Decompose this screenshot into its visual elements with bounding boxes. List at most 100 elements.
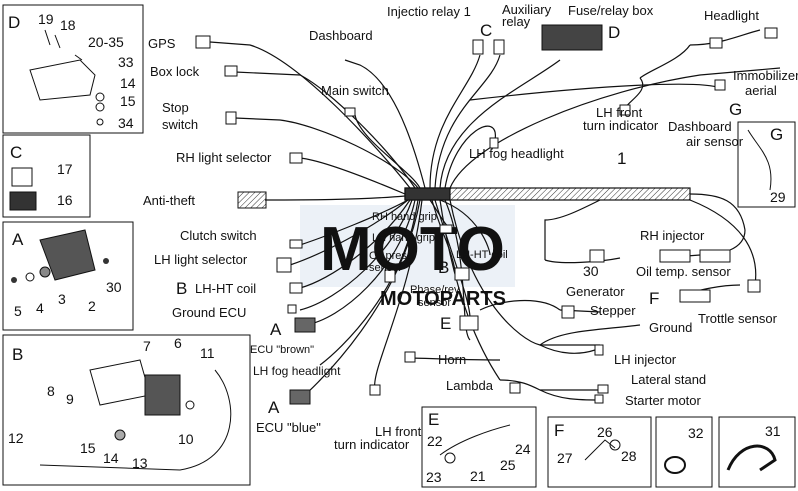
box-e-letter: E (428, 410, 439, 429)
letter-b-left: B (176, 279, 187, 298)
label-ground: Ground (649, 320, 692, 335)
main-harness (209, 29, 781, 401)
letter-e-phase: E (440, 314, 451, 333)
part-27: 27 (557, 450, 573, 466)
part-17: 17 (57, 161, 73, 177)
part-9: 9 (66, 391, 74, 407)
part-14: 14 (120, 75, 136, 91)
label-oil-temp-sensor: Oil temp. sensor (636, 264, 731, 279)
label-ground-ecu: Ground ECU (172, 305, 246, 320)
label-headlight: Headlight (704, 8, 759, 23)
label-phase-rev-2: sensor (418, 297, 451, 309)
part-24: 24 (515, 441, 531, 457)
callout-box-31: 31 (718, 416, 796, 488)
harness-junction (404, 187, 451, 201)
label-lh-ht-coil-mid: LH-HT coil (456, 249, 508, 261)
part-3: 3 (58, 291, 66, 307)
label-lh-front-turn-b1: LH front (375, 424, 422, 439)
part-2: 2 (88, 298, 96, 314)
label-lh-light-selector: LH light selector (154, 252, 248, 267)
label-ecu-brown: ECU "brown" (250, 344, 314, 356)
callout-box-a: A 5 4 3 2 30 (2, 221, 134, 331)
part-25: 25 (500, 457, 516, 473)
part-30-main: 30 (583, 263, 599, 279)
part-33: 33 (118, 54, 134, 70)
label-stop-switch-1: Stop (162, 100, 189, 115)
part-7: 7 (143, 338, 151, 354)
part-5: 5 (14, 303, 22, 319)
label-dashboard: Dashboard (309, 28, 373, 43)
label-injection-relay-1: Injectio relay 1 (387, 4, 471, 19)
letter-a-brown: A (270, 320, 282, 339)
letter-b-mid: B (438, 258, 449, 277)
label-stop-switch-2: switch (162, 117, 198, 132)
label-trottle-sensor: Trottle sensor (698, 311, 778, 326)
label-ecu-blue: ECU "blue" (256, 420, 321, 435)
label-rh-hand-grip: RH hand grip (372, 211, 437, 223)
box-f-letter: F (554, 421, 564, 440)
part-14-b: 14 (103, 450, 119, 466)
callout-box-c: C 17 16 (2, 134, 91, 218)
letter-c-relay: C (480, 21, 492, 40)
callout-box-f: F 26 27 28 (547, 416, 652, 488)
part-19: 19 (38, 11, 54, 27)
section-letters: C D G A A B B E F 1 30 (176, 21, 742, 417)
part-15: 15 (120, 93, 136, 109)
part-6: 6 (174, 335, 182, 351)
part-28: 28 (621, 448, 637, 464)
labels: GPS Box lock Stop switch Dashboard Main … (143, 2, 798, 452)
letter-a-blue: A (268, 398, 280, 417)
label-immobilizer-2: aerial (745, 83, 777, 98)
label-lh-injector: LH injector (614, 352, 677, 367)
part-32: 32 (688, 425, 704, 441)
part-4: 4 (36, 300, 44, 316)
box-c-letter: C (10, 143, 22, 162)
box-a-letter: A (12, 230, 24, 249)
label-lateral-stand: Lateral stand (631, 372, 706, 387)
part-23: 23 (426, 469, 442, 485)
label-lh-front-turn-1: LH front (596, 105, 643, 120)
label-main-switch: Main switch (321, 83, 389, 98)
part-8: 8 (47, 383, 55, 399)
label-lh-fog-headlight: LH fog headlight (469, 146, 564, 161)
connectors (195, 24, 778, 405)
label-oil-press-1: Oil press. (369, 250, 415, 262)
label-horn: Horn (438, 352, 466, 367)
label-auxiliary-relay-2: relay (502, 14, 531, 29)
label-auxiliary-relay-1: Auxiliary (502, 2, 552, 17)
part-12: 12 (8, 430, 24, 446)
box-d-letter: D (8, 13, 20, 32)
letter-g-air: G (729, 100, 742, 119)
label-lh-front-turn-2: turn indicator (583, 118, 659, 133)
part-22: 22 (427, 433, 443, 449)
label-rh-injector: RH injector (640, 228, 705, 243)
part-13: 13 (132, 455, 148, 471)
callout-box-b: B 7 6 8 9 11 10 12 15 14 13 (2, 334, 251, 486)
label-rh-light-selector: RH light selector (176, 150, 272, 165)
label-dashboard-air-1: Dashboard (668, 119, 732, 134)
part-11: 11 (200, 345, 215, 361)
label-oil-press-2: sensor (369, 262, 402, 274)
callout-box-e: E 22 24 23 21 25 (421, 406, 537, 488)
part-21: 21 (470, 468, 486, 484)
callout-box-d: D 19 18 20-35 33 14 15 34 (2, 4, 144, 134)
label-phase-rev-1: Phase/rev (410, 284, 460, 296)
callout-box-g: G 29 (737, 121, 796, 208)
letter-main-1: 1 (617, 149, 626, 168)
letter-f-trottle: F (649, 289, 659, 308)
letter-d-fuse: D (608, 23, 620, 42)
label-gps: GPS (148, 36, 176, 51)
part-16: 16 (57, 192, 73, 208)
label-lh-fog-headlight-2: LH fog headlight (253, 364, 341, 378)
callout-box-32: 32 (655, 416, 713, 488)
label-stepper: Stepper (590, 303, 636, 318)
label-starter-motor: Starter motor (625, 393, 702, 408)
part-29: 29 (770, 189, 786, 205)
label-dashboard-air-2: air sensor (686, 134, 744, 149)
label-lh-hand-grip: LH hand grip (372, 232, 435, 244)
part-31: 31 (765, 423, 781, 439)
part-26: 26 (597, 424, 613, 440)
part-10: 10 (178, 431, 194, 447)
part-15-b: 15 (80, 440, 96, 456)
